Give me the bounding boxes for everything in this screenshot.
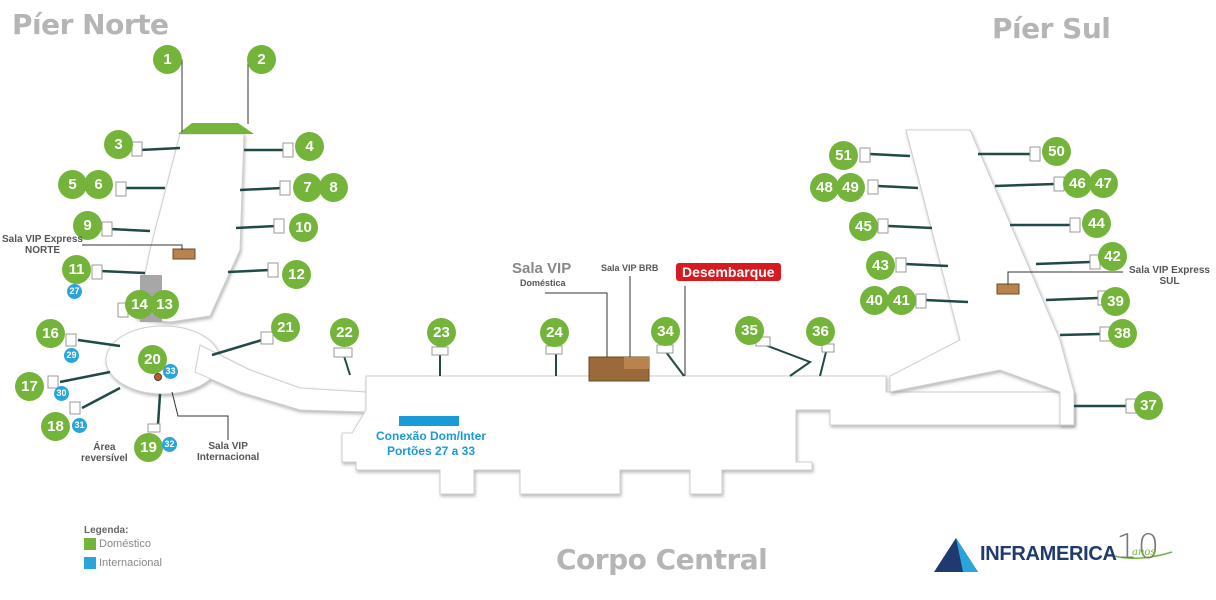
jet-bridges-norte bbox=[59, 146, 285, 426]
sala-vip-brb-area bbox=[624, 357, 649, 369]
sala-vip-express-sul-line2: SUL bbox=[1159, 276, 1180, 287]
gate-16[interactable]: 16 bbox=[36, 319, 65, 348]
gate-6[interactable]: 6 bbox=[84, 170, 113, 199]
gate-30-intl[interactable]: 30 bbox=[54, 386, 69, 401]
jet-bridges-central bbox=[343, 342, 827, 377]
area-reversivel-line1: Área bbox=[93, 442, 116, 453]
gate-20[interactable]: 20 bbox=[138, 345, 167, 374]
sala-vip-norte-area bbox=[172, 248, 196, 260]
gate-39[interactable]: 39 bbox=[1101, 287, 1130, 316]
gate-1[interactable]: 1 bbox=[153, 45, 182, 74]
gate-46[interactable]: 46 bbox=[1063, 169, 1092, 198]
gate-29-intl[interactable]: 29 bbox=[64, 348, 79, 363]
legend-domestico-text: Doméstico bbox=[99, 538, 151, 550]
gate-45[interactable]: 45 bbox=[849, 212, 878, 241]
sala-vip-express-sul-line1: Sala VIP Express bbox=[1129, 265, 1210, 276]
gate-4[interactable]: 4 bbox=[295, 132, 324, 161]
legend-internacional-swatch bbox=[84, 557, 96, 569]
legend-domestico: Doméstico bbox=[84, 538, 151, 550]
gate-5[interactable]: 5 bbox=[58, 170, 87, 199]
gate-47[interactable]: 47 bbox=[1089, 169, 1118, 198]
gate-35[interactable]: 35 bbox=[735, 316, 764, 345]
sala-vip-internacional-line2: Internacional bbox=[197, 452, 260, 463]
brand-anos: anos bbox=[1132, 547, 1156, 558]
desembarque-badge[interactable]: Desembarque bbox=[676, 263, 781, 281]
pier-norte-roof bbox=[178, 123, 254, 134]
sala-vip-internacional-line1: Sala VIP bbox=[208, 441, 248, 452]
gate-42[interactable]: 42 bbox=[1098, 242, 1127, 271]
jet-bridges-sul bbox=[869, 152, 1126, 408]
gate-13[interactable]: 13 bbox=[150, 290, 179, 319]
gate-14[interactable]: 14 bbox=[125, 290, 154, 319]
gate-3[interactable]: 3 bbox=[104, 130, 133, 159]
gate-9[interactable]: 9 bbox=[73, 211, 102, 240]
gate-43[interactable]: 43 bbox=[866, 251, 895, 280]
sala-vip-sul-area bbox=[996, 283, 1020, 295]
gate-pods-norte bbox=[47, 141, 294, 433]
sala-vip-internacional-label: Sala VIP Internacional bbox=[197, 441, 259, 463]
gate-44[interactable]: 44 bbox=[1082, 209, 1111, 238]
gate-50[interactable]: 50 bbox=[1042, 137, 1071, 166]
legend-internacional: Internacional bbox=[84, 557, 162, 569]
region-title-pier-norte: Píer Norte bbox=[12, 8, 169, 41]
gate-2[interactable]: 2 bbox=[247, 45, 276, 74]
gate-12[interactable]: 12 bbox=[282, 260, 311, 289]
brand-ten: 10 bbox=[1116, 527, 1160, 567]
gate-41[interactable]: 41 bbox=[887, 286, 916, 315]
gate-21[interactable]: 21 bbox=[271, 313, 300, 342]
gate-7[interactable]: 7 bbox=[293, 173, 322, 202]
gate-18[interactable]: 18 bbox=[41, 412, 70, 441]
sala-vip-domestica-label: Doméstica bbox=[520, 278, 566, 288]
sala-vip-title: Sala VIP bbox=[512, 260, 572, 277]
gate-40[interactable]: 40 bbox=[860, 286, 889, 315]
legend-internacional-text: Internacional bbox=[99, 557, 162, 569]
legend-domestico-swatch bbox=[84, 538, 96, 550]
legend-title: Legenda: bbox=[84, 525, 129, 536]
conexao-line2: Portões 27 a 33 bbox=[386, 444, 476, 458]
gate-49[interactable]: 49 bbox=[836, 173, 865, 202]
conexao-line1: Conexão Dom/Inter bbox=[376, 429, 487, 443]
gate-8[interactable]: 8 bbox=[319, 173, 348, 202]
gate-10[interactable]: 10 bbox=[289, 213, 318, 242]
gate-48[interactable]: 48 bbox=[810, 173, 839, 202]
gate-24[interactable]: 24 bbox=[540, 318, 569, 347]
gate-17[interactable]: 17 bbox=[15, 372, 44, 401]
area-reversivel-label: Área reversível bbox=[81, 442, 128, 464]
pin-icon bbox=[154, 373, 162, 381]
gate-51[interactable]: 51 bbox=[829, 141, 858, 170]
area-reversivel-line2: reversível bbox=[81, 453, 128, 464]
corpo-central-building bbox=[341, 375, 1075, 495]
gate-23[interactable]: 23 bbox=[427, 318, 456, 347]
gate-19[interactable]: 19 bbox=[134, 433, 163, 462]
brand-name: INFRAMERICA bbox=[980, 543, 1117, 565]
sala-vip-brb-label: Sala VIP BRB bbox=[601, 263, 659, 273]
gate-33-intl[interactable]: 33 bbox=[163, 364, 178, 379]
gate-37[interactable]: 37 bbox=[1134, 391, 1163, 420]
gate-32-intl[interactable]: 32 bbox=[162, 437, 177, 452]
gate-22[interactable]: 22 bbox=[330, 318, 359, 347]
gate-31-intl[interactable]: 31 bbox=[72, 418, 87, 433]
anos-swoosh bbox=[1113, 551, 1173, 559]
gate-36[interactable]: 36 bbox=[806, 317, 835, 346]
gate-11[interactable]: 11 bbox=[62, 255, 91, 284]
sala-vip-express-norte-label: Sala VIP Express NORTE bbox=[2, 234, 83, 256]
conexao-bar bbox=[399, 416, 459, 426]
region-title-corpo-central: Corpo Central bbox=[556, 543, 768, 576]
sala-vip-express-norte-line1: Sala VIP Express bbox=[2, 234, 83, 245]
inframerica-logo-icon bbox=[934, 538, 978, 572]
pier-sul-building bbox=[889, 129, 1075, 426]
gate-38[interactable]: 38 bbox=[1108, 319, 1137, 348]
gate-27-intl[interactable]: 27 bbox=[67, 284, 82, 299]
region-title-pier-sul: Píer Sul bbox=[992, 12, 1111, 45]
conexao-label: Conexão Dom/Inter Portões 27 a 33 bbox=[376, 429, 486, 459]
sala-vip-express-sul-label: Sala VIP Express SUL bbox=[1129, 265, 1210, 287]
gate-34[interactable]: 34 bbox=[651, 317, 680, 346]
sala-vip-express-norte-line2: NORTE bbox=[24, 245, 60, 256]
